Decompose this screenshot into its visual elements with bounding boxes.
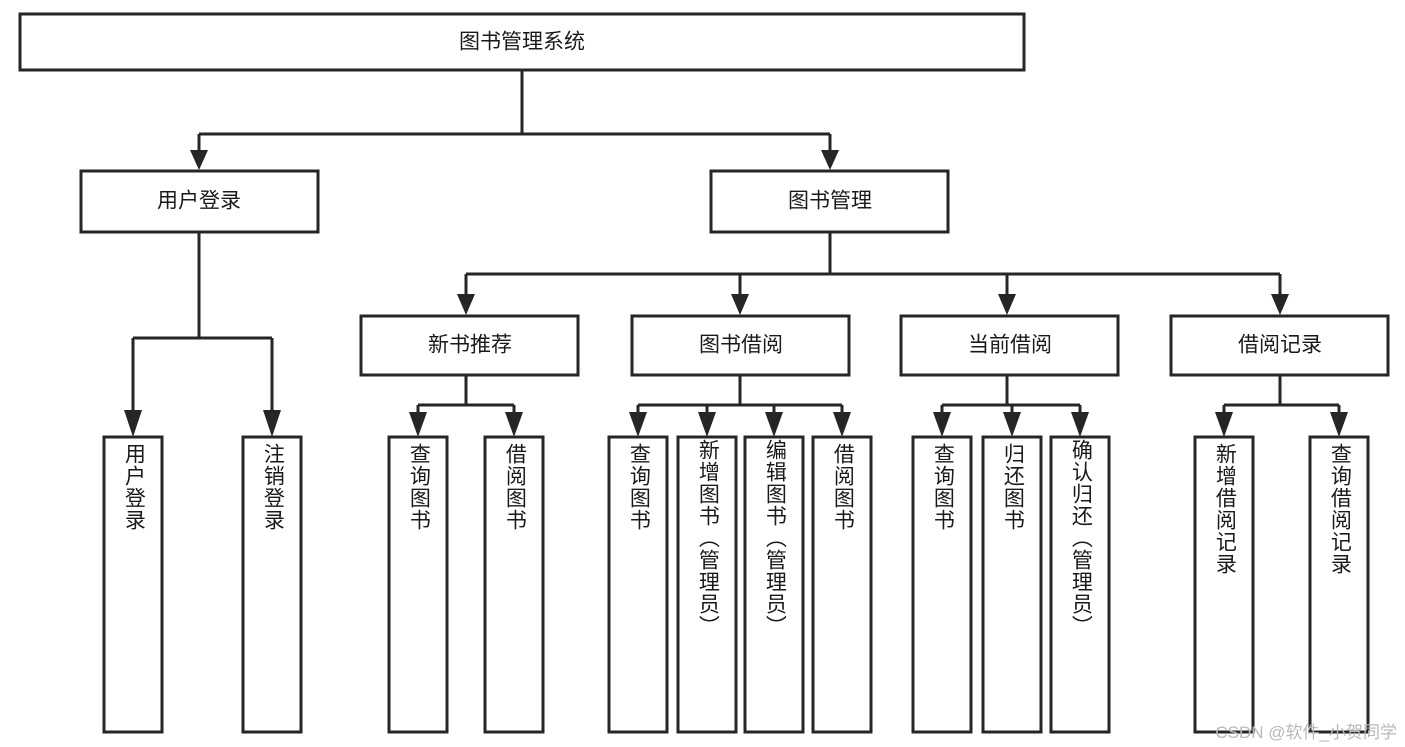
node-borrow-record-box[interactable] [1169,314,1390,377]
arrow-book-borrow-leaf4 [833,412,851,437]
arrow-book-borrow-leaf2 [698,412,716,437]
leaf-confirm-return-box[interactable] [1049,435,1111,734]
leaf-query-record-box[interactable] [1308,435,1370,734]
leaf-edit-book-box[interactable] [743,435,805,734]
arrow-to-new-book [457,294,475,315]
node-borrow-record-label: 借阅记录 [1238,334,1322,357]
node-book-borrow-label: 图书借阅 [699,334,783,357]
node-user-login-label: 用户登录 [157,190,241,213]
arrow-user-login-leaf2 [263,410,281,437]
arrow-book-borrow-leaf1 [629,412,647,437]
leaf-query-book-1-box[interactable] [387,435,449,734]
node-root-label: 图书管理系统 [459,31,585,54]
node-new-book-recommend-box[interactable] [359,314,580,377]
arrow-root-to-user-login [190,150,208,170]
arrow-borrow-record-leaf2 [1330,412,1348,437]
arrow-user-login-leaf1 [124,410,142,437]
arrow-borrow-record-leaf1 [1215,412,1233,437]
leaf-query-book-3-box[interactable] [911,435,973,734]
node-new-book-recommend[interactable]: 新书推荐 [359,314,580,377]
node-current-borrow-label: 当前借阅 [968,334,1052,357]
node-current-borrow-box[interactable] [899,314,1120,377]
node-user-login[interactable]: 用户登录 [79,169,320,234]
arrow-new-book-leaf2 [505,412,523,437]
arrow-current-borrow-leaf2 [1003,412,1021,437]
leaf-add-record-box[interactable] [1193,435,1255,734]
node-user-login-box[interactable] [79,169,320,234]
leaf-logout-login-box[interactable] [241,435,303,734]
leaf-return-book-box[interactable] [981,435,1043,734]
node-book-manage[interactable]: 图书管理 [709,169,950,234]
leaf-user-login-box[interactable] [102,435,164,734]
arrow-to-borrow-record [1271,294,1289,315]
node-borrow-record[interactable]: 借阅记录 [1169,314,1390,377]
node-book-manage-label: 图书管理 [788,190,872,213]
node-root[interactable]: 图书管理系统 [18,12,1026,72]
node-root-box[interactable] [18,12,1026,72]
arrow-current-borrow-leaf1 [933,412,951,437]
leaf-query-book-2-box[interactable] [607,435,669,734]
leaf-borrow-book-1-box[interactable] [483,435,545,734]
leaf-box-group [102,435,1370,734]
connector-group [124,70,1348,437]
csdn-watermark: CSDN @软件_小贺同学 [1215,723,1397,742]
node-new-book-recommend-label: 新书推荐 [428,334,512,357]
node-book-manage-box[interactable] [709,169,950,234]
arrow-to-book-borrow [731,294,749,315]
node-book-borrow-box[interactable] [630,314,851,377]
leaf-add-book-box[interactable] [676,435,738,734]
node-current-borrow[interactable]: 当前借阅 [899,314,1120,377]
arrow-new-book-leaf1 [409,412,427,437]
arrow-root-to-book-manage [821,150,839,170]
arrow-book-borrow-leaf3 [765,412,783,437]
leaf-borrow-book-2-box[interactable] [811,435,873,734]
arrow-to-current-borrow [998,294,1016,315]
node-book-borrow[interactable]: 图书借阅 [630,314,851,377]
arrow-current-borrow-leaf3 [1071,412,1089,437]
